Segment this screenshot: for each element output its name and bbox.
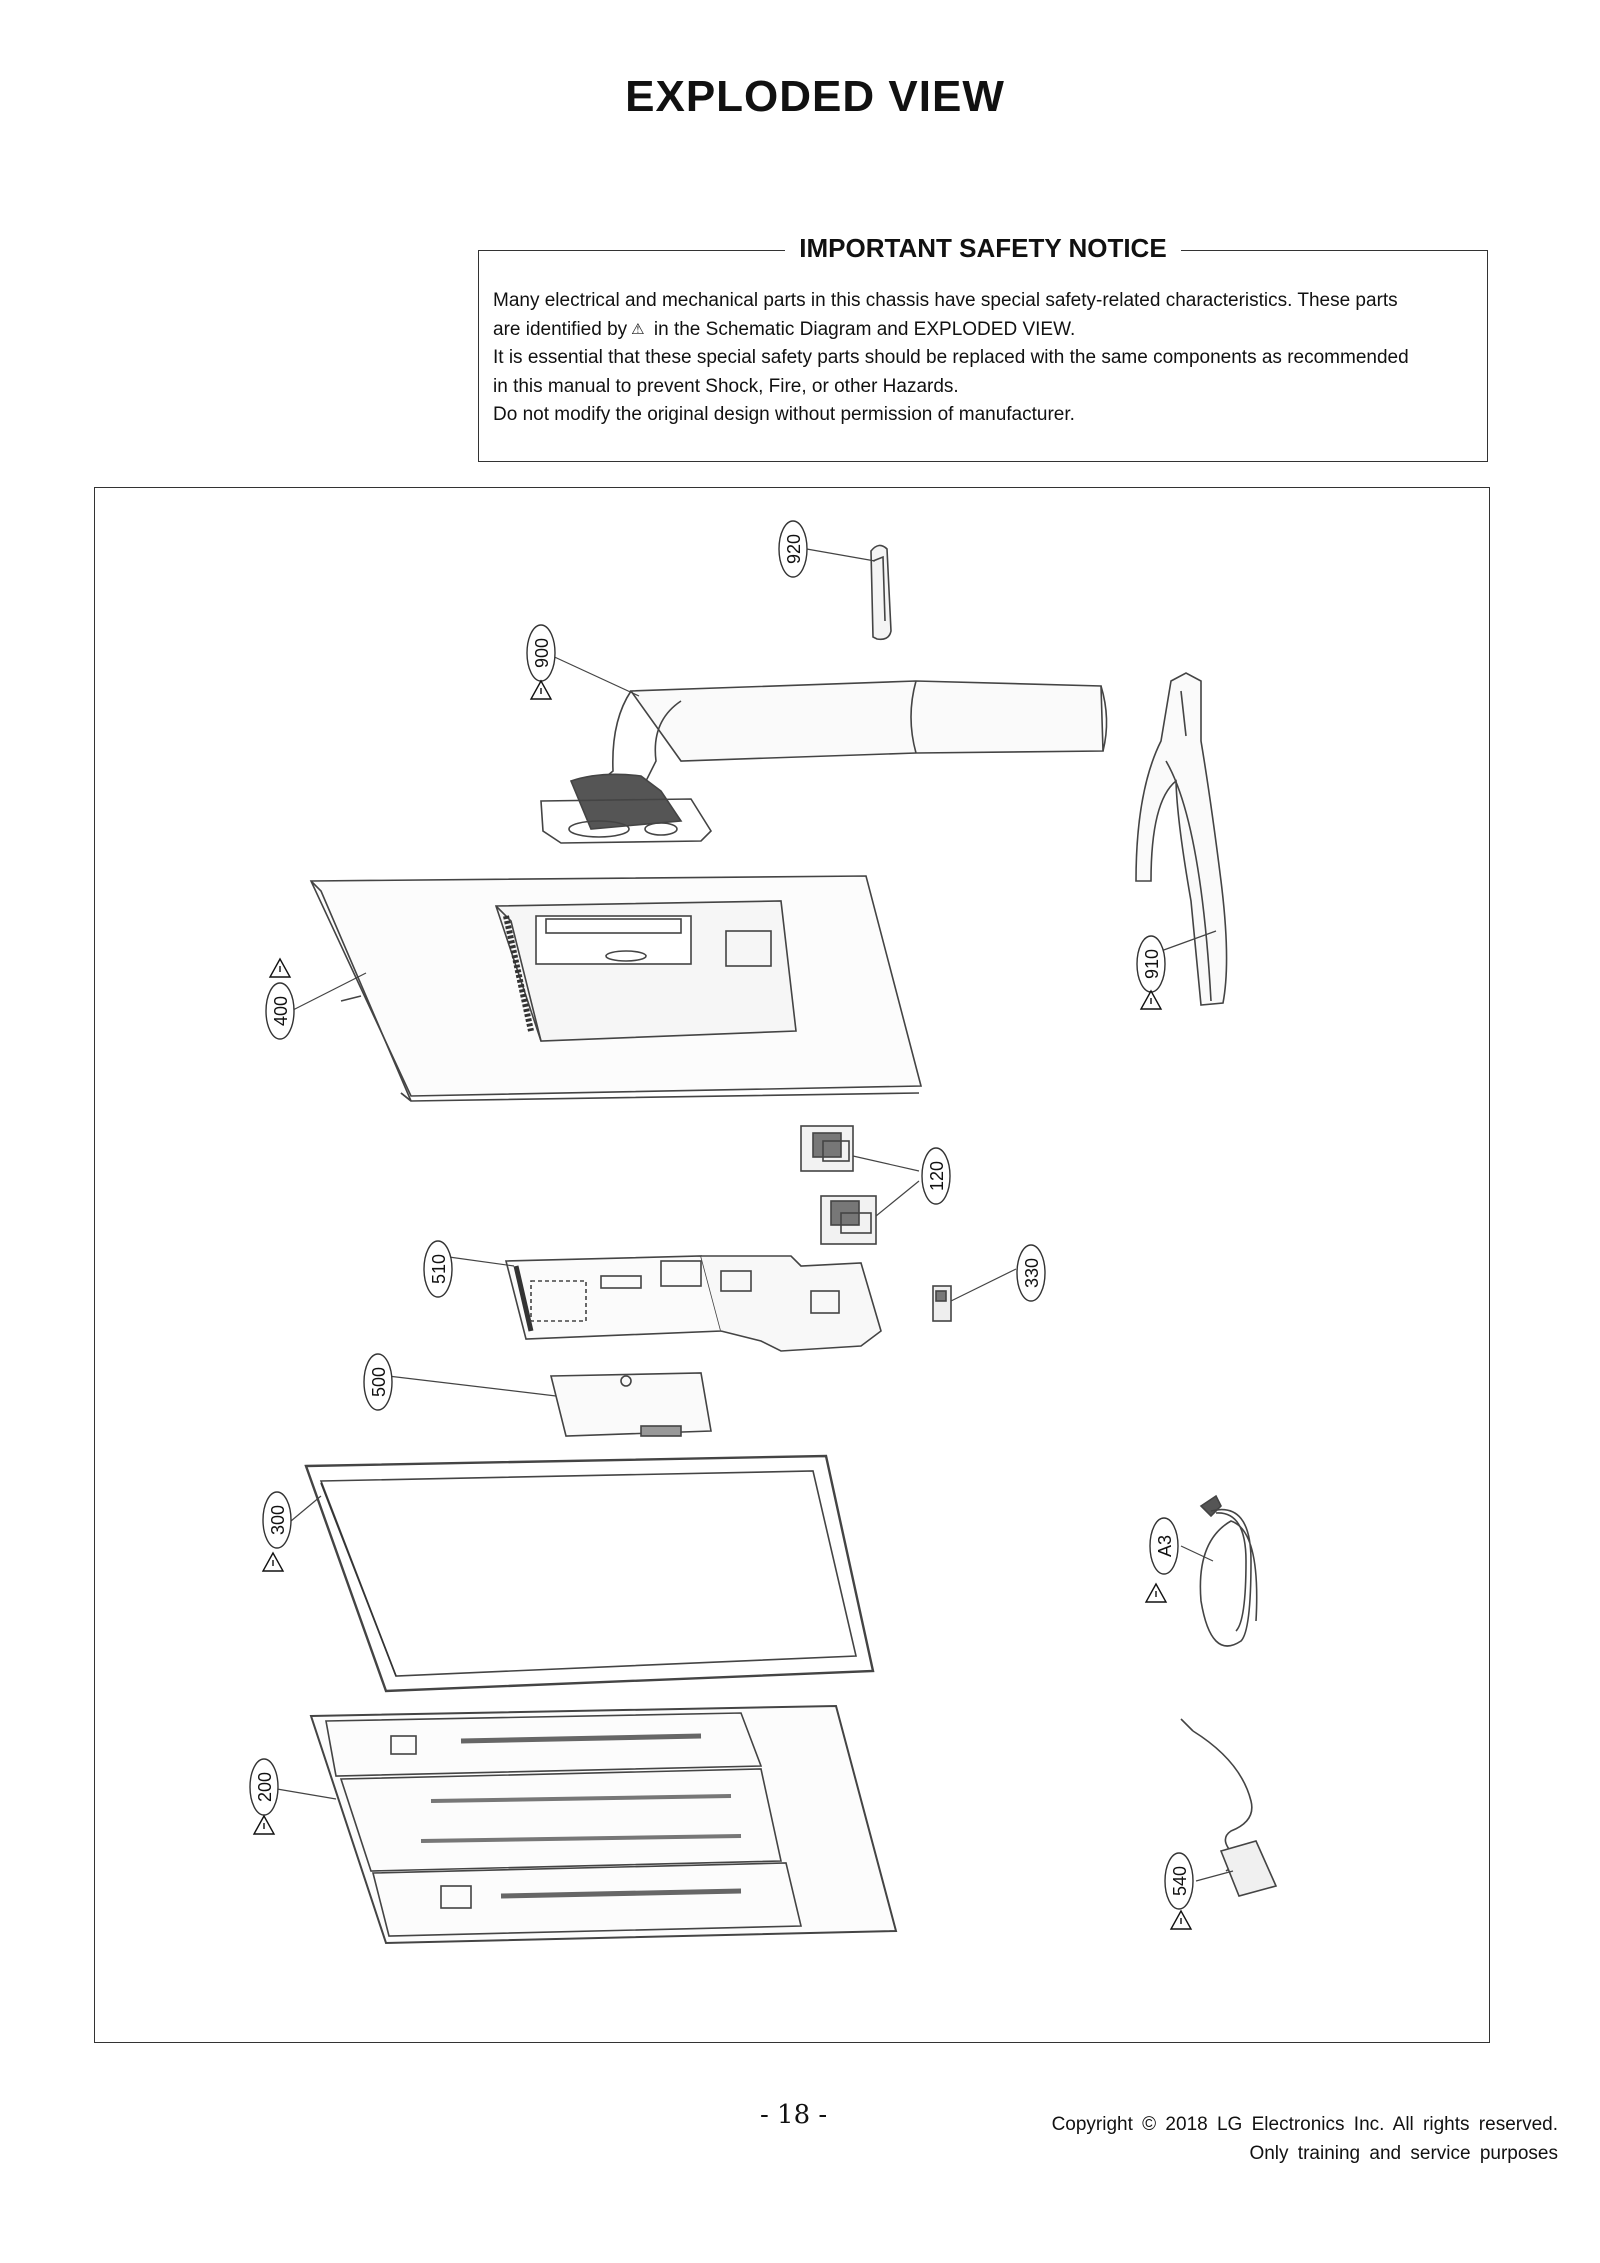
page-number: - 18 -: [760, 2100, 828, 2130]
warning-200-icon: [252, 1814, 276, 1835]
part-900-drawing: [540, 653, 1108, 844]
notice-line-1: Many electrical and mechanical parts in …: [493, 290, 1398, 311]
label-200: 200: [255, 1772, 275, 1802]
warning-400-icon: [268, 957, 292, 978]
notice-line-3: It is essential that these special safet…: [493, 347, 1409, 368]
notice-line-5: Do not modify the original design withou…: [493, 404, 1075, 425]
callout-200: 200: [249, 1758, 279, 1816]
safety-notice-heading: IMPORTANT SAFETY NOTICE: [785, 233, 1181, 263]
callout-400: 400: [265, 982, 295, 1040]
part-330-drawing: [932, 1268, 1017, 1322]
part-a3-drawing: [1180, 1494, 1258, 1647]
callout-900: 900: [526, 624, 556, 682]
exploded-view-diagram: 920 900 910 400 120 510 330 500 300 A3 2…: [94, 487, 1490, 2043]
part-910-drawing: [1135, 672, 1228, 1006]
label-a3: A3: [1155, 1535, 1175, 1557]
label-910: 910: [1142, 949, 1162, 979]
warning-910-icon: [1139, 989, 1163, 1010]
warning-540-icon: [1169, 1909, 1193, 1930]
label-330: 330: [1022, 1258, 1042, 1288]
copyright-notice: Copyright © 2018 LG Electronics Inc. All…: [1052, 2110, 1558, 2168]
callout-510: 510: [423, 1240, 453, 1298]
part-120-drawing: [800, 1125, 920, 1245]
part-500-drawing: [387, 1372, 712, 1437]
callout-920: 920: [778, 520, 808, 578]
notice-line-2-start: are identified by: [493, 318, 628, 340]
callout-330: 330: [1016, 1244, 1046, 1302]
label-920: 920: [784, 534, 804, 564]
safety-notice-box: IMPORTANT SAFETY NOTICE Many electrical …: [478, 233, 1488, 462]
part-300-drawing: [290, 1454, 875, 1693]
notice-line-2-end: in the Schematic Diagram and EXPLODED VI…: [653, 318, 1076, 340]
label-120: 120: [927, 1161, 947, 1191]
warning-a3-icon: [1144, 1582, 1168, 1603]
callout-300: 300: [262, 1491, 292, 1549]
notice-line-4: in this manual to prevent Shock, Fire, o…: [493, 375, 959, 397]
copyright-line-1: Copyright © 2018 LG Electronics Inc. All…: [1051, 2114, 1558, 2135]
label-510: 510: [429, 1254, 449, 1284]
part-510-drawing: [448, 1255, 882, 1352]
part-400-drawing: [290, 875, 923, 1102]
label-400: 400: [271, 996, 291, 1026]
exploded-view-drawing: 920 900 910 400 120 510 330 500 300 A3 2…: [249, 520, 1278, 1945]
callout-500: 500: [363, 1353, 393, 1411]
warning-triangle-icon: ⚠: [631, 320, 645, 338]
callout-910: 910: [1136, 935, 1166, 993]
part-200-drawing: [276, 1704, 898, 1945]
warning-300-icon: [261, 1551, 285, 1572]
safety-notice-text: Many electrical and mechanical parts in …: [493, 287, 1475, 430]
label-300: 300: [268, 1505, 288, 1535]
warning-900-icon: [529, 679, 553, 700]
part-540-drawing: [1180, 1718, 1278, 1897]
callout-540: 540: [1164, 1852, 1194, 1910]
part-920-drawing: [800, 544, 892, 641]
label-500: 500: [369, 1367, 389, 1397]
callout-a3: A3: [1149, 1517, 1179, 1575]
page-title: EXPLODED VIEW: [625, 72, 1005, 121]
label-900: 900: [532, 638, 552, 668]
copyright-line-2: Only training and service purposes: [1249, 2143, 1558, 2164]
callout-120: 120: [921, 1147, 951, 1205]
label-540: 540: [1170, 1866, 1190, 1896]
